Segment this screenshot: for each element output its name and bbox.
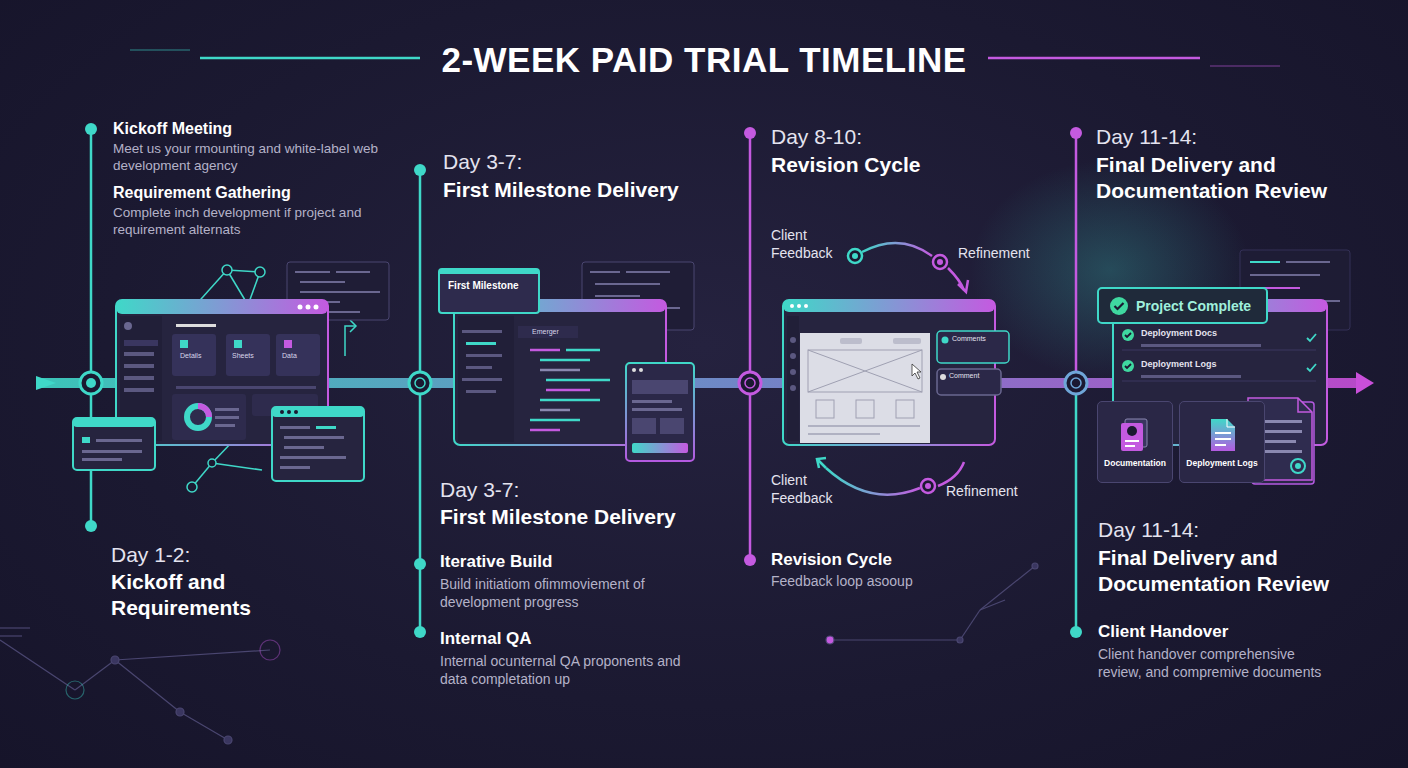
item-heading: Internal QA: [440, 628, 532, 649]
editor-code: [530, 350, 610, 430]
item-heading: Client Handover: [1098, 621, 1228, 642]
card-label: Sheets: [232, 352, 254, 361]
item-body: Feedback loop asooup: [771, 573, 913, 591]
phase-title: First Milestone Delivery: [443, 177, 679, 203]
status-badge: Project Complete: [1097, 287, 1268, 324]
cycle-label: Client Feedback: [771, 227, 851, 262]
preview-window: [626, 363, 694, 461]
item-heading: Kickoff Meeting: [113, 119, 232, 139]
item-body: Internal ocunternal QA proponents and da…: [440, 653, 700, 688]
item-body: Client handover comprehensive review, an…: [1098, 646, 1330, 681]
card-label: Data: [282, 352, 297, 361]
node-text: Documentation: [1104, 458, 1166, 468]
item-heading: Iterative Build: [440, 551, 552, 572]
node-text: Project Complete: [1136, 298, 1251, 314]
cycle-label: Refinement: [958, 245, 1030, 263]
phase-title: First Milestone Delivery: [440, 504, 676, 530]
tab-label: Emerger: [532, 328, 559, 337]
phase-title: Final Delivery and Documentation Review: [1096, 152, 1371, 205]
comment-label: Comment: [949, 372, 979, 381]
phase-title: Revision Cycle: [771, 152, 920, 178]
day-label: Day 11-14:: [1096, 124, 1197, 150]
node-text: Deployment Logs: [1186, 458, 1257, 468]
small-window: [73, 407, 364, 481]
file-tile: Deployment Logs: [1179, 401, 1265, 483]
day-label: Day 1-2:: [111, 542, 190, 568]
day-label: Day 8-10:: [771, 124, 862, 150]
milestone-tag: First Milestone: [438, 268, 540, 314]
item-body: Meet us your rmounting and white-label w…: [113, 141, 383, 175]
checklist-item: Deployment Logs: [1141, 359, 1217, 370]
file-tile: Documentation: [1097, 401, 1173, 483]
review-window: [783, 300, 1009, 445]
item-heading: Requirement Gathering: [113, 183, 291, 203]
node-text: First Milestone: [448, 280, 519, 291]
cycle-arrow: [817, 243, 968, 495]
day-label: Day 11-14:: [1098, 517, 1199, 543]
node-icon: [1118, 416, 1152, 454]
item-heading: Revision Cycle: [771, 549, 892, 570]
cycle-label: Client Feedback: [771, 472, 851, 507]
item-body: Build initiatiom ofimmoviement of develo…: [440, 576, 695, 611]
day-label: Day 3-7:: [440, 477, 519, 503]
comment-label: Comments: [952, 335, 986, 344]
day-label: Day 3-7:: [443, 149, 522, 175]
node-icon: [1205, 416, 1239, 454]
phase-title: Kickoff and Requirements: [111, 569, 286, 622]
phase-title: Final Delivery and Documentation Review: [1098, 545, 1373, 598]
milestone-marker: [80, 372, 1087, 394]
checklist-item: Deployment Docs: [1141, 328, 1217, 339]
title-rule: [988, 57, 1200, 60]
background-network: [0, 563, 1038, 744]
diagram-title: 2-WEEK PAID TRIAL TIMELINE: [0, 38, 1408, 82]
card-label: Details: [180, 352, 201, 361]
milestone-stem: [91, 129, 1076, 632]
cycle-node: [848, 249, 947, 493]
cycle-label: Refinement: [946, 483, 1018, 501]
stem-dot: [85, 123, 1082, 638]
item-body: Complete inch development if project and…: [113, 205, 368, 239]
node-icon: [1109, 296, 1129, 316]
title-rule: [200, 57, 420, 60]
